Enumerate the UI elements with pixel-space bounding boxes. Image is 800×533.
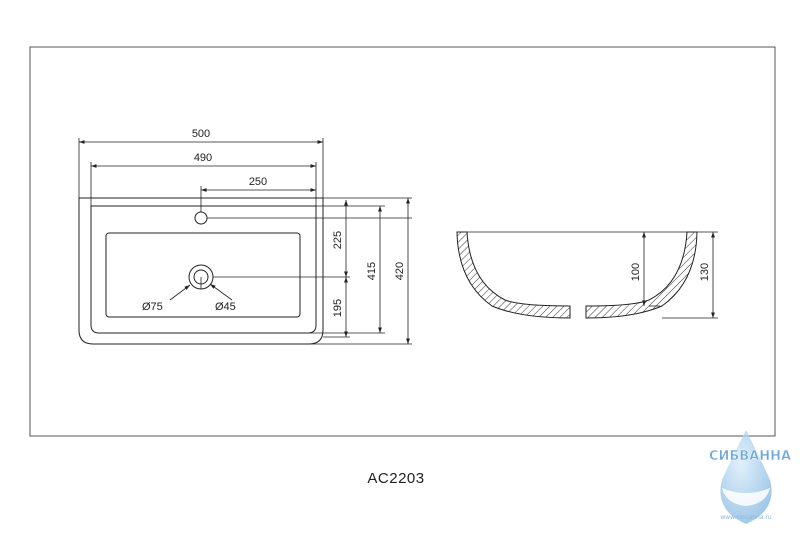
- dim-420: 420: [394, 262, 406, 280]
- dim-225: 225: [332, 231, 344, 249]
- basin-rim-inner: [90, 205, 317, 334]
- section-right-wall: [585, 231, 698, 319]
- dimension-lines: [79, 140, 410, 344]
- dim-195: 195: [332, 299, 344, 317]
- dim-100: 100: [630, 263, 642, 281]
- dim-diameter-45: Ø45: [215, 301, 236, 313]
- section-dimension-lines: [642, 231, 718, 319]
- basin-bowl: [105, 232, 301, 318]
- dim-130: 130: [699, 263, 711, 281]
- water-drop-icon: [720, 430, 772, 524]
- section-left-wall: [456, 231, 571, 319]
- brand-site: www.sibvanna.ru: [720, 514, 772, 521]
- tap-hole: [194, 211, 208, 225]
- bathtub-icon: [722, 488, 770, 506]
- drawing-frame: [29, 46, 776, 437]
- leader-45: [209, 283, 233, 301]
- dim-490: 490: [194, 152, 212, 164]
- model-code: AC2203: [367, 470, 424, 487]
- dim-415: 415: [366, 262, 378, 280]
- brand-name: СИБВАННА: [709, 449, 791, 464]
- leader-75: [169, 284, 191, 301]
- basin-outer-outline: [78, 197, 324, 345]
- dim-diameter-75: Ø75: [142, 301, 163, 313]
- extension-lines: [78, 138, 412, 345]
- section-view: [456, 231, 698, 319]
- sibvanna-logo: СИБВАННА www.sibvanna.ru: [709, 430, 791, 524]
- dim-250: 250: [249, 176, 267, 188]
- plan-view: [78, 197, 324, 345]
- dim-500: 500: [192, 128, 210, 140]
